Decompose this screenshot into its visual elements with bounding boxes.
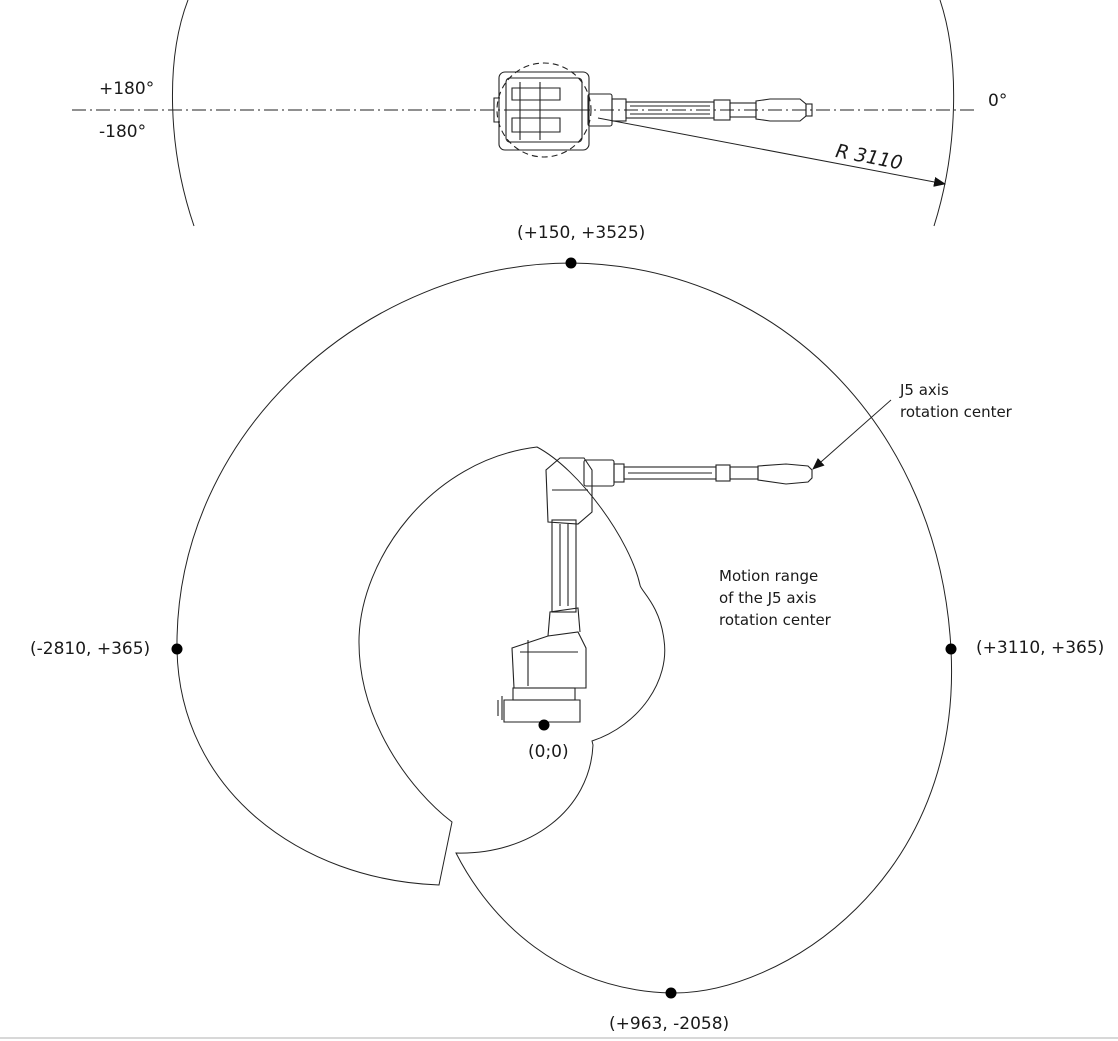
robot-side-view: [497, 457, 813, 723]
j5-axis-note: J5 axis rotation center: [900, 379, 1012, 423]
coord-label-left: (-2810, +365): [30, 639, 151, 659]
top-reach-arc-left: [171, 0, 195, 227]
point-right: [945, 643, 957, 655]
side-view: [176, 262, 953, 994]
coordinate-points: [171, 257, 957, 999]
angle-label-zero: 0°: [988, 91, 1008, 111]
point-left: [171, 643, 183, 655]
bottom-divider: [0, 1037, 1118, 1039]
robot-top-view: [493, 62, 813, 158]
point-origin: [538, 719, 550, 731]
motion-note-line-2: of the J5 axis: [719, 589, 817, 607]
j5-note-line-1: J5 axis: [900, 381, 949, 399]
top-view: [72, 0, 975, 227]
motion-note-line-1: Motion range: [719, 567, 819, 585]
angle-label-pos180: +180°: [99, 79, 155, 99]
j5-pointer-line: [812, 399, 892, 470]
angle-label-neg180: -180°: [99, 122, 147, 142]
j5-note-line-2: rotation center: [900, 403, 1012, 421]
motion-note-line-3: rotation center: [719, 611, 831, 629]
coord-label-right: (+3110, +365): [976, 638, 1105, 658]
coord-label-bottom: (+963, -2058): [609, 1014, 730, 1034]
top-reach-arc-right: [933, 0, 955, 227]
coord-label-origin: (0;0): [528, 742, 569, 762]
radius-dimension-line: [597, 117, 946, 187]
point-top: [565, 257, 577, 269]
coord-label-top: (+150, +3525): [517, 223, 646, 243]
j5-motion-range-boundary: [176, 262, 953, 994]
point-bottom: [665, 987, 677, 999]
motion-range-note: Motion range of the J5 axis rotation cen…: [719, 565, 831, 631]
